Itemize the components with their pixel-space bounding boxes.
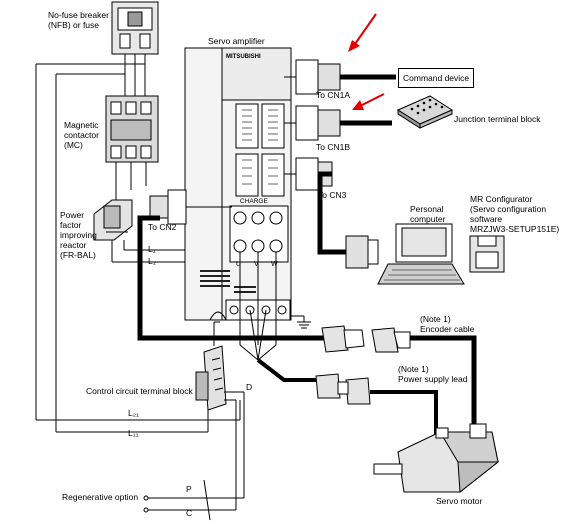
- servo-motor-label: Servo motor: [436, 496, 483, 506]
- mc-label: Magnetic contactor (MC): [64, 120, 99, 150]
- encoder-cable-label: (Note 1) Encoder cable: [420, 314, 475, 334]
- cn1b-cable: [295, 105, 392, 141]
- red-arrow-cn1b: [352, 93, 385, 110]
- encoder-connector: [321, 325, 411, 353]
- personal-computer: [377, 223, 465, 285]
- to-cn2-label: To CN2: [148, 222, 177, 232]
- reactor-label: Power factor improving reactor (FR-BAL): [60, 210, 97, 260]
- to-cn1b-label: To CN1B: [316, 142, 351, 152]
- personal-computer-label: Personal computer: [410, 204, 446, 224]
- power-lead-connector: [315, 373, 371, 405]
- magnetic-contactor: [105, 95, 159, 163]
- floppy-disk-icon: [469, 235, 505, 273]
- cn2-plug: [149, 189, 232, 225]
- servo-amplifier-label: Servo amplifier: [208, 36, 265, 46]
- no-fuse-breaker: [111, 1, 159, 55]
- terminal-u-label: U: [236, 261, 242, 268]
- l1-label: L₁: [148, 244, 156, 254]
- p-label: P: [186, 484, 192, 494]
- encoder-cable-line: [137, 215, 330, 341]
- terminal-w-label: W: [271, 261, 278, 268]
- to-cn3-label: To CN3: [318, 190, 347, 200]
- junction-terminal-block: [396, 95, 454, 129]
- to-cn1a-label: To CN1A: [316, 90, 351, 100]
- regen-label: Regenerative option: [62, 492, 139, 502]
- power-lead-label: (Note 1) Power supply lead: [398, 364, 468, 384]
- nfb-label: No-fuse breaker (NFB) or fuse: [48, 10, 109, 30]
- reactor: [93, 199, 133, 241]
- cn3-cable: [295, 157, 379, 269]
- power-lead-line: [256, 358, 316, 382]
- red-arrow-cn1a: [348, 13, 377, 52]
- command-device-box: Command device: [398, 68, 475, 88]
- l21-label: L₂₁: [128, 408, 139, 418]
- control-block-label: Control circuit terminal block: [86, 386, 193, 396]
- ground-symbol: [290, 315, 311, 329]
- l11-label: L₁₁: [128, 428, 139, 438]
- terminal-v-label: V: [254, 261, 259, 268]
- control-circuit-terminal-block: [195, 345, 227, 411]
- charge-label: CHARGE: [240, 198, 268, 205]
- l2-label: L₂: [148, 256, 157, 266]
- junction-block-label: Junction terminal block: [454, 114, 541, 124]
- brand-label: MITSUBISHI: [226, 54, 261, 60]
- cn1a-cable: [295, 59, 396, 95]
- input-power-wires: [35, 54, 241, 433]
- mr-configurator-label: MR Configurator (Servo configuration sof…: [470, 194, 560, 234]
- servo-motor: [373, 423, 500, 493]
- servo-amplifier: [184, 47, 292, 321]
- d-label: D: [246, 382, 253, 392]
- c-label: C: [186, 508, 193, 518]
